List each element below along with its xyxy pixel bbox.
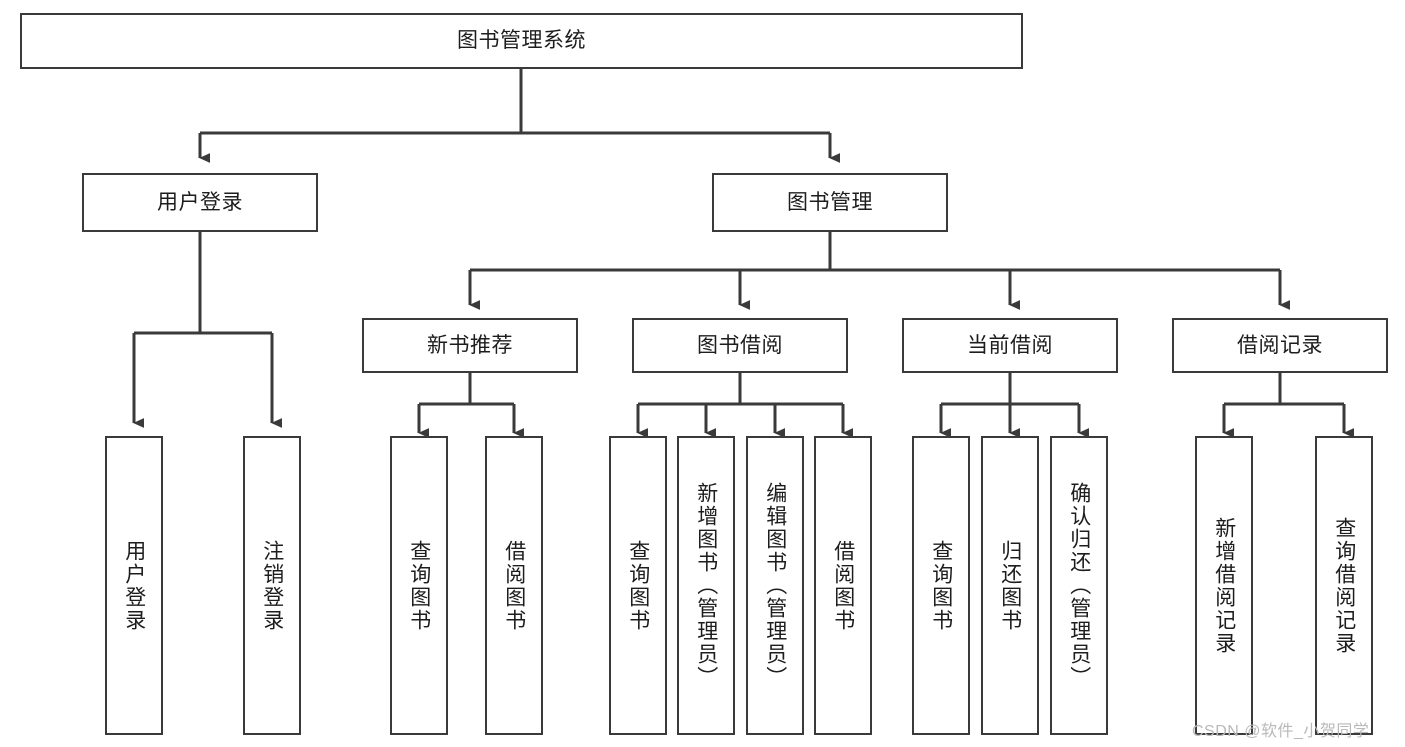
leaf-user-login-logout[interactable]: 注销登录	[243, 436, 301, 735]
leaf-label: 查询借阅记录	[1332, 516, 1356, 655]
leaf-book-borrow-edit[interactable]: 编辑图书（管理员）	[746, 436, 804, 735]
leaf-current-borrow-confirm[interactable]: 确认归还（管理员）	[1050, 436, 1108, 735]
node-user-login[interactable]: 用户登录	[82, 173, 318, 232]
leaf-label: 新增图书（管理员）	[694, 482, 718, 689]
leaf-new-book-borrow[interactable]: 借阅图书	[485, 436, 543, 735]
node-root-system[interactable]: 图书管理系统	[20, 13, 1023, 69]
leaf-book-borrow-add[interactable]: 新增图书（管理员）	[677, 436, 735, 735]
node-current-borrow[interactable]: 当前借阅	[902, 318, 1118, 373]
node-book-borrow[interactable]: 图书借阅	[632, 318, 848, 373]
node-new-book-recommend[interactable]: 新书推荐	[362, 318, 578, 373]
leaf-label: 借阅图书	[502, 539, 526, 632]
leaf-borrow-record-add[interactable]: 新增借阅记录	[1195, 436, 1253, 735]
leaf-label: 确认归还（管理员）	[1067, 482, 1091, 689]
leaf-label: 归还图书	[998, 539, 1022, 632]
leaf-borrow-record-query[interactable]: 查询借阅记录	[1315, 436, 1373, 735]
leaf-current-borrow-query[interactable]: 查询图书	[912, 436, 970, 735]
leaf-book-borrow-borrow[interactable]: 借阅图书	[814, 436, 872, 735]
leaf-label: 查询图书	[407, 539, 431, 632]
leaf-current-borrow-return[interactable]: 归还图书	[981, 436, 1039, 735]
leaf-label: 编辑图书（管理员）	[763, 482, 787, 689]
leaf-label: 用户登录	[122, 539, 146, 632]
leaf-label: 查询图书	[929, 539, 953, 632]
node-borrow-record[interactable]: 借阅记录	[1172, 318, 1388, 373]
node-book-management[interactable]: 图书管理	[712, 173, 948, 232]
leaf-label: 借阅图书	[831, 539, 855, 632]
leaf-label: 查询图书	[626, 539, 650, 632]
leaf-label: 新增借阅记录	[1212, 516, 1236, 655]
leaf-new-book-query[interactable]: 查询图书	[390, 436, 448, 735]
watermark-csdn: CSDN @软件_小贺同学	[1192, 723, 1370, 740]
leaf-label: 注销登录	[260, 539, 284, 632]
leaf-book-borrow-query[interactable]: 查询图书	[609, 436, 667, 735]
leaf-user-login-login[interactable]: 用户登录	[105, 436, 163, 735]
